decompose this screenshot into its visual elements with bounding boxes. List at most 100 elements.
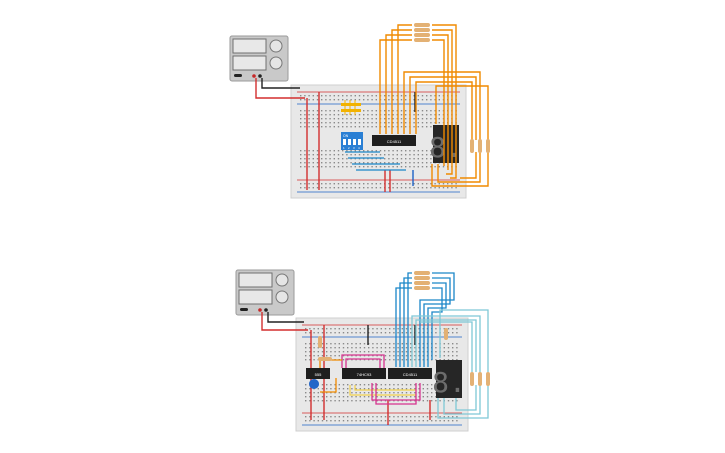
breadboard-hole (326, 400, 328, 402)
breadboard-hole (388, 183, 390, 185)
breadboard-hole (438, 114, 440, 116)
breadboard-hole (421, 150, 424, 152)
breadboard-hole (389, 343, 391, 345)
breadboard-hole (438, 166, 440, 168)
breadboard-hole (414, 416, 416, 418)
breadboard-hole (426, 99, 428, 101)
breadboard-hole (313, 400, 315, 402)
breadboard-hole (317, 332, 319, 334)
breadboard-hole (354, 154, 356, 156)
breadboard-hole (421, 158, 424, 160)
breadboard-hole (452, 343, 454, 345)
breadboard-hole (309, 355, 311, 357)
breadboard-hole (410, 343, 412, 345)
breadboard-hole (413, 126, 415, 128)
breadboard-hole (447, 328, 450, 330)
seven-segment-display-top[interactable]: 8. (429, 125, 463, 164)
breadboard-hole (333, 187, 335, 189)
breadboard-hole (354, 158, 356, 160)
breadboard-hole (316, 126, 319, 128)
breadboard-hole (421, 122, 424, 124)
breadboard-hole (442, 187, 445, 189)
breadboard-hole (379, 154, 382, 156)
chip-cd4511-top[interactable]: CD4511 (372, 135, 416, 146)
power-supply-bottom[interactable] (235, 269, 295, 316)
breadboard-hole (426, 420, 429, 422)
breadboard-hole (363, 110, 365, 112)
breadboard-hole (326, 416, 328, 418)
breadboard-hole (389, 396, 391, 398)
seven-segment-display-bottom[interactable]: 8. (432, 360, 466, 399)
breadboard-hole (372, 400, 374, 402)
breadboard-hole (384, 420, 387, 422)
dip-switch[interactable]: ON 1 2 3 4 (341, 132, 363, 150)
breadboard-hole (384, 114, 386, 116)
chip-555[interactable]: 555 (306, 368, 330, 379)
breadboard-hole (342, 187, 344, 189)
breadboard-hole (422, 388, 424, 390)
breadboard-hole (375, 122, 377, 124)
breadboard-hole (405, 122, 407, 124)
breadboard-hole (337, 150, 340, 152)
breadboard-hole (337, 158, 340, 160)
breadboard-hole (359, 351, 361, 353)
breadboard-hole (413, 154, 415, 156)
breadboard-hole (375, 166, 377, 168)
breadboard-hole (330, 347, 332, 349)
timing-resistors (318, 336, 332, 361)
breadboard-hole (392, 110, 394, 112)
breadboard-hole (431, 396, 433, 398)
breadboard-hole (330, 420, 332, 422)
breadboard-hole (363, 187, 365, 189)
breadboard-hole (418, 351, 420, 353)
breadboard-hole (308, 110, 310, 112)
breadboard-hole (388, 114, 390, 116)
breadboard-hole (384, 343, 387, 345)
breadboard-hole (325, 99, 327, 101)
breadboard-hole (418, 384, 420, 386)
breadboard-hole (376, 355, 378, 357)
breadboard-hole (309, 396, 311, 398)
chip-74hc93[interactable]: 74HC93 (342, 368, 386, 379)
breadboard-hole (337, 154, 340, 156)
breadboard-hole (325, 166, 327, 168)
breadboard-hole (443, 343, 445, 345)
breadboard-hole (330, 328, 332, 330)
breadboard-hole (363, 118, 365, 120)
breadboard-hole (347, 351, 349, 353)
breadboard-hole (401, 347, 403, 349)
breadboard-hole (312, 110, 314, 112)
potentiometer-icon[interactable] (309, 379, 319, 389)
breadboard-hole (346, 154, 348, 156)
breadboard-hole (355, 388, 357, 390)
breadboard-hole (447, 183, 449, 185)
breadboard-hole (405, 355, 408, 357)
breadboard-hole (405, 420, 408, 422)
breadboard-hole (333, 150, 335, 152)
breadboard-hole (393, 332, 395, 334)
breadboard-hole (376, 359, 378, 361)
breadboard-hole (367, 150, 369, 152)
resistors-bottom-col (444, 328, 490, 386)
breadboard-hole (304, 150, 306, 152)
breadboard-hole (430, 126, 432, 128)
chip-cd4511-bottom[interactable]: CD4511 (388, 368, 432, 379)
breadboard-hole (426, 187, 428, 189)
breadboard-hole (438, 187, 440, 189)
breadboard-hole (346, 126, 348, 128)
breadboard-hole (367, 187, 369, 189)
breadboard-hole (342, 154, 344, 156)
breadboard-hole (384, 110, 386, 112)
breadboard-hole (351, 392, 353, 394)
breadboard-hole (337, 162, 340, 164)
breadboard-hole (389, 400, 391, 402)
breadboard-hole (452, 328, 454, 330)
breadboard-hole (439, 359, 441, 361)
breadboard-hole (456, 328, 458, 330)
power-supply-top[interactable] (229, 35, 289, 82)
breadboard-hole (359, 355, 361, 357)
breadboard-hole (354, 126, 356, 128)
breadboard-hole (309, 416, 311, 418)
breadboard-hole (413, 150, 415, 152)
breadboard-hole (393, 343, 395, 345)
